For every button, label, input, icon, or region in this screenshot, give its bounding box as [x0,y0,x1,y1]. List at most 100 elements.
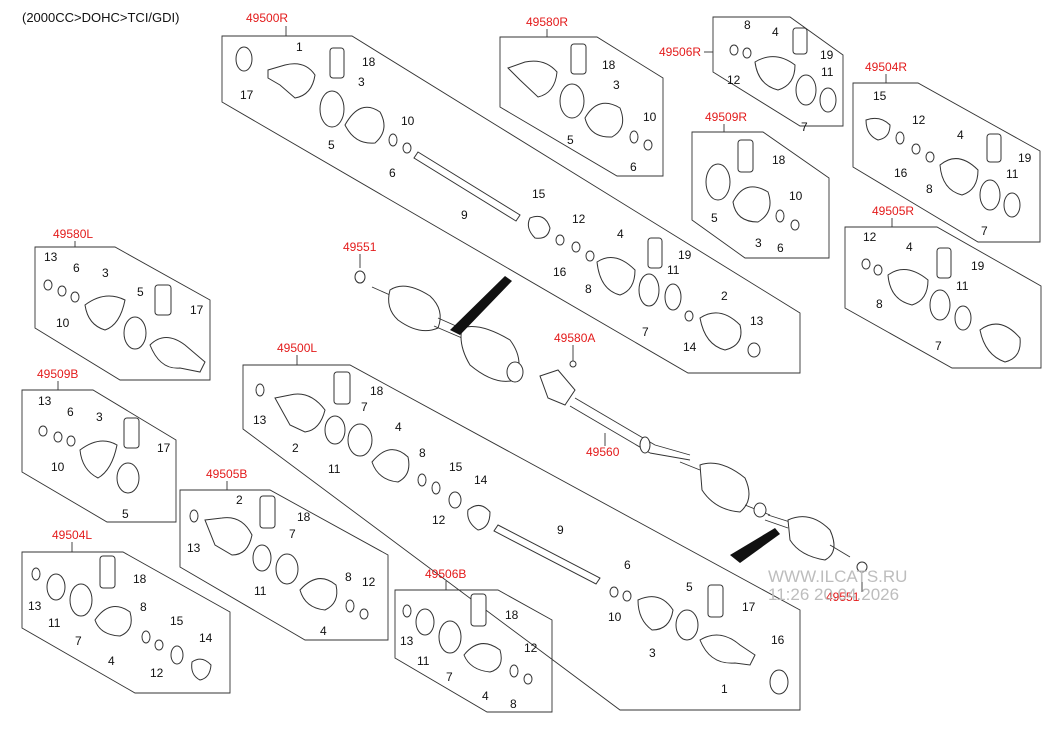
item-10: 10 [401,114,415,128]
item-8: 8 [345,570,352,584]
item-8: 8 [876,297,883,311]
item-numbers: 1 17 18 3 5 10 6 9 15 12 16 4 19 8 11 7 … [28,18,1032,711]
item-12: 12 [362,575,376,589]
item-4: 4 [108,654,115,668]
item-2: 2 [236,493,243,507]
item-6: 6 [624,558,631,572]
front-drive-shaft-upper[interactable] [354,270,524,383]
item-2: 2 [292,441,299,455]
item-19: 19 [1018,151,1032,165]
intermediate-shaft-49560[interactable] [539,360,691,461]
pointer-wedge-lower [730,528,780,563]
item-19: 19 [678,248,692,262]
box-49500L [242,364,801,711]
code-49500L[interactable]: 49500L [277,341,317,355]
box-49505B [179,489,389,641]
item-11: 11 [254,584,267,598]
watermark-timestamp: 11:26 20.04.2026 [768,585,900,604]
item-18: 18 [297,510,311,524]
item-14: 14 [474,473,488,487]
item-16: 16 [894,166,908,180]
item-15: 15 [449,460,463,474]
item-12: 12 [572,212,586,226]
item-4: 4 [482,689,489,703]
code-49504L[interactable]: 49504L [52,528,92,542]
code-49560[interactable]: 49560 [586,445,620,459]
item-5: 5 [122,507,129,521]
item-10: 10 [56,316,70,330]
item-4: 4 [320,624,327,638]
watermark: WWW.ILCATS.RU 11:26 20.04.2026 [768,568,907,604]
item-8: 8 [744,18,751,32]
code-49505R[interactable]: 49505R [872,204,914,218]
item-8: 8 [585,282,592,296]
item-15: 15 [532,187,546,201]
item-6: 6 [630,160,637,174]
item-12: 12 [432,513,446,527]
item-11: 11 [417,654,430,668]
item-19: 19 [971,259,985,273]
item-18: 18 [370,384,384,398]
box-49506B [394,589,553,713]
item-12: 12 [863,230,877,244]
item-4: 4 [957,128,964,142]
code-49580A[interactable]: 49580A [554,331,595,345]
code-49509B[interactable]: 49509B [37,367,78,381]
item-4: 4 [906,240,913,254]
item-18: 18 [133,572,147,586]
item-13: 13 [28,599,42,613]
item-6: 6 [73,261,80,275]
part-glyphs [31,27,1021,695]
item-13: 13 [38,394,52,408]
item-3: 3 [102,266,109,280]
code-49580R[interactable]: 49580R [526,15,568,29]
item-11: 11 [48,616,61,630]
item-18: 18 [602,58,616,72]
pointer-wedge-upper [450,276,512,335]
item-7: 7 [75,634,82,648]
item-5: 5 [711,211,718,225]
item-16: 16 [771,633,785,647]
box-49580L [34,246,211,381]
item-13: 13 [400,634,414,648]
code-49505B[interactable]: 49505B [206,467,247,481]
engine-caption: (2000CC>DOHC>TCI/GDI) [22,10,180,25]
code-49580L[interactable]: 49580L [53,227,93,241]
code-49551-bottom[interactable]: 49551 [826,590,860,604]
item-2: 2 [721,289,728,303]
item-10: 10 [608,610,622,624]
item-1: 1 [296,40,303,54]
item-13: 13 [44,250,58,264]
item-13: 13 [750,314,764,328]
item-8: 8 [510,697,517,711]
code-49509R[interactable]: 49509R [705,110,747,124]
item-7: 7 [289,527,296,541]
item-17: 17 [190,303,204,317]
item-17: 17 [240,88,254,102]
item-10: 10 [789,189,803,203]
item-9: 9 [557,523,564,537]
front-drive-shaft-lower[interactable] [679,461,868,573]
item-17: 17 [742,600,756,614]
code-49500R[interactable]: 49500R [246,11,288,25]
box-49509B [21,389,177,523]
item-8: 8 [926,182,933,196]
code-49551-top[interactable]: 49551 [343,240,377,254]
item-5: 5 [137,285,144,299]
watermark-site: WWW.ILCATS.RU [768,567,908,586]
code-49506R[interactable]: 49506R [659,45,701,59]
item-3: 3 [358,75,365,89]
item-8: 8 [140,600,147,614]
item-8: 8 [419,446,426,460]
item-11: 11 [821,65,834,79]
item-18: 18 [772,153,786,167]
item-7: 7 [446,670,453,684]
code-49506B[interactable]: 49506B [425,567,466,581]
item-4: 4 [617,227,624,241]
item-12: 12 [727,73,741,87]
item-18: 18 [362,55,376,69]
code-49504R[interactable]: 49504R [865,60,907,74]
item-6: 6 [777,241,784,255]
